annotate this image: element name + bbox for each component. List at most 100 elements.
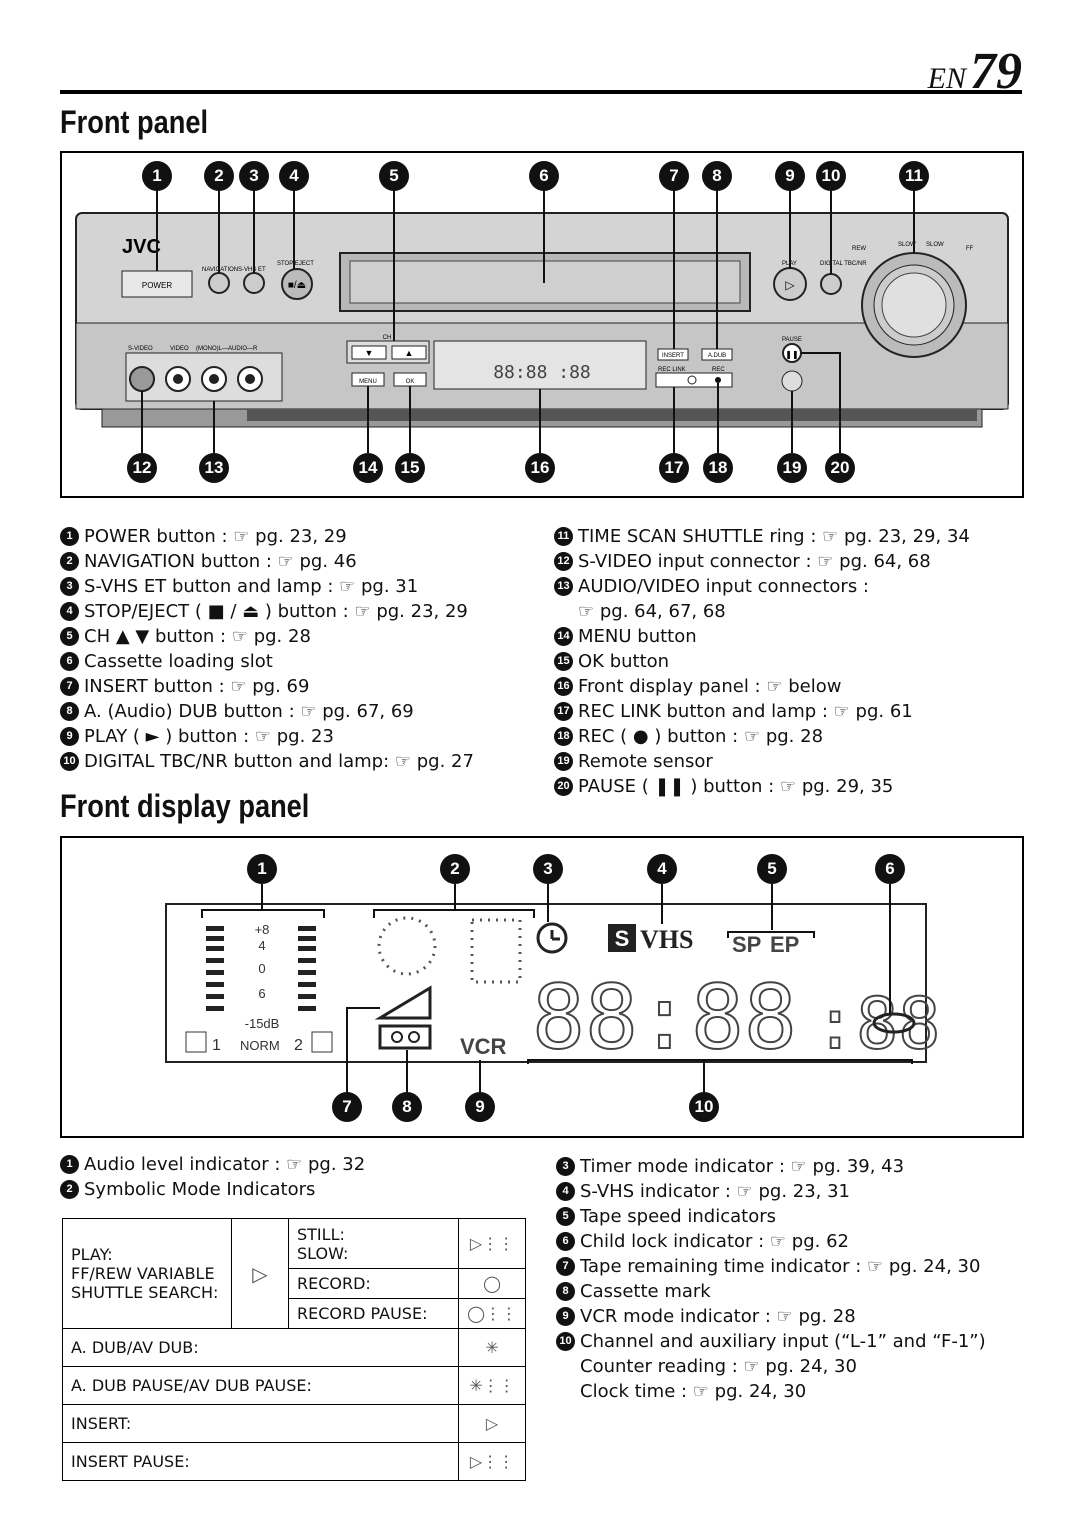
svg-text:STOP/EJECT: STOP/EJECT <box>277 261 314 267</box>
mode-indicator-table: PLAY: FF/REW VARIABLE SHUTTLE SEARCH: ▷ … <box>61 1218 526 1481</box>
callout-19: 19 <box>777 453 807 483</box>
display-callout-7: 7 <box>332 1092 362 1122</box>
svg-text:FF: FF <box>966 246 974 252</box>
svg-text:REC: REC <box>712 367 725 373</box>
front-display-figure: +8 4 0 6 -15dB 1 NORM 2 S VHS SP EP 88:8… <box>60 836 1024 1138</box>
header-rule <box>60 90 1022 94</box>
display-callout-6: 6 <box>875 854 905 884</box>
still-slow-icon: ▷⋮⋮ <box>458 1218 526 1269</box>
callout-12: 12 <box>127 453 157 483</box>
svg-text:88:88: 88:88 <box>532 966 797 1069</box>
svg-text:■/⏏: ■/⏏ <box>288 280 306 291</box>
callout-7: 7 <box>659 161 689 191</box>
insert-icon: ▷ <box>458 1404 526 1443</box>
vcr-front-illustration: JVC POWER NAVIGATION S-VHS ET STOP/EJECT… <box>75 189 1009 453</box>
callout-1: 1 <box>142 161 172 191</box>
svg-text:SLOW: SLOW <box>926 242 944 248</box>
list-item: Counter reading : ☞ pg. 24, 30 <box>580 1356 857 1377</box>
callout-14: 14 <box>353 453 383 483</box>
callout-15: 15 <box>395 453 425 483</box>
svg-text:4: 4 <box>258 938 265 953</box>
svg-text:NAVIGATION: NAVIGATION <box>202 267 238 273</box>
svg-text:6: 6 <box>258 986 265 1001</box>
front-display-illustration: +8 4 0 6 -15dB 1 NORM 2 S VHS SP EP 88:8… <box>165 884 941 1093</box>
svg-text:S-VHS ET: S-VHS ET <box>238 267 266 273</box>
callout-5: 5 <box>379 161 409 191</box>
record-icon: ◯ <box>458 1268 526 1299</box>
page-lang: EN <box>927 62 966 95</box>
display-callout-10: 10 <box>689 1092 719 1122</box>
svg-text:0: 0 <box>258 961 265 976</box>
svg-text:SLOW: SLOW <box>898 242 916 248</box>
svg-text:▼: ▼ <box>365 348 374 358</box>
play-icon: ▷ <box>231 1218 289 1329</box>
play-group-label: PLAY: FF/REW VARIABLE SHUTTLE SEARCH: <box>62 1218 232 1329</box>
display-callout-3: 3 <box>533 854 563 884</box>
svg-text:S-VIDEO: S-VIDEO <box>128 346 153 352</box>
insert-pause-icon: ▷⋮⋮ <box>458 1442 526 1481</box>
svg-text:▲: ▲ <box>405 348 414 358</box>
svg-text:REW: REW <box>852 246 866 252</box>
callout-9: 9 <box>775 161 805 191</box>
svg-text:NORM: NORM <box>240 1038 280 1053</box>
display-callout-4: 4 <box>647 854 677 884</box>
svg-text:MENU: MENU <box>359 379 377 385</box>
callout-18: 18 <box>703 453 733 483</box>
callout-10: 10 <box>816 161 846 191</box>
svg-text:INSERT: INSERT <box>662 353 684 359</box>
svg-text:SP: SP <box>732 932 761 957</box>
svg-text:VIDEO: VIDEO <box>170 346 189 352</box>
svg-text:▷: ▷ <box>785 278 795 292</box>
callout-20: 20 <box>825 453 855 483</box>
display-callout-8: 8 <box>392 1092 422 1122</box>
display-callout-2: 2 <box>440 854 470 884</box>
callout-6: 6 <box>529 161 559 191</box>
svg-text:-15dB: -15dB <box>245 1016 280 1031</box>
svg-text:DIGITAL TBC/NR: DIGITAL TBC/NR <box>820 261 867 267</box>
svg-text:1: 1 <box>212 1037 221 1054</box>
callout-11: 11 <box>899 161 929 191</box>
svg-text:OK: OK <box>406 379 415 385</box>
section-title-front-display-panel: Front display panel <box>60 788 310 824</box>
svg-text:EP: EP <box>770 932 799 957</box>
svg-text:(MONO)L—AUDIO—R: (MONO)L—AUDIO—R <box>196 346 258 352</box>
callout-4: 4 <box>279 161 309 191</box>
callout-16: 16 <box>525 453 555 483</box>
svg-text:REC LINK: REC LINK <box>658 367 686 373</box>
svg-text:VCR: VCR <box>460 1034 507 1059</box>
callout-13: 13 <box>199 453 229 483</box>
front-panel-figure: JVC POWER NAVIGATION S-VHS ET STOP/EJECT… <box>60 151 1024 498</box>
adub-pause-icon: ✳⋮⋮ <box>458 1366 526 1405</box>
display-callout-1: 1 <box>247 854 277 884</box>
svg-text:POWER: POWER <box>142 281 172 290</box>
svg-text:S: S <box>615 926 630 951</box>
list-item: Clock time : ☞ pg. 24, 30 <box>580 1381 807 1402</box>
